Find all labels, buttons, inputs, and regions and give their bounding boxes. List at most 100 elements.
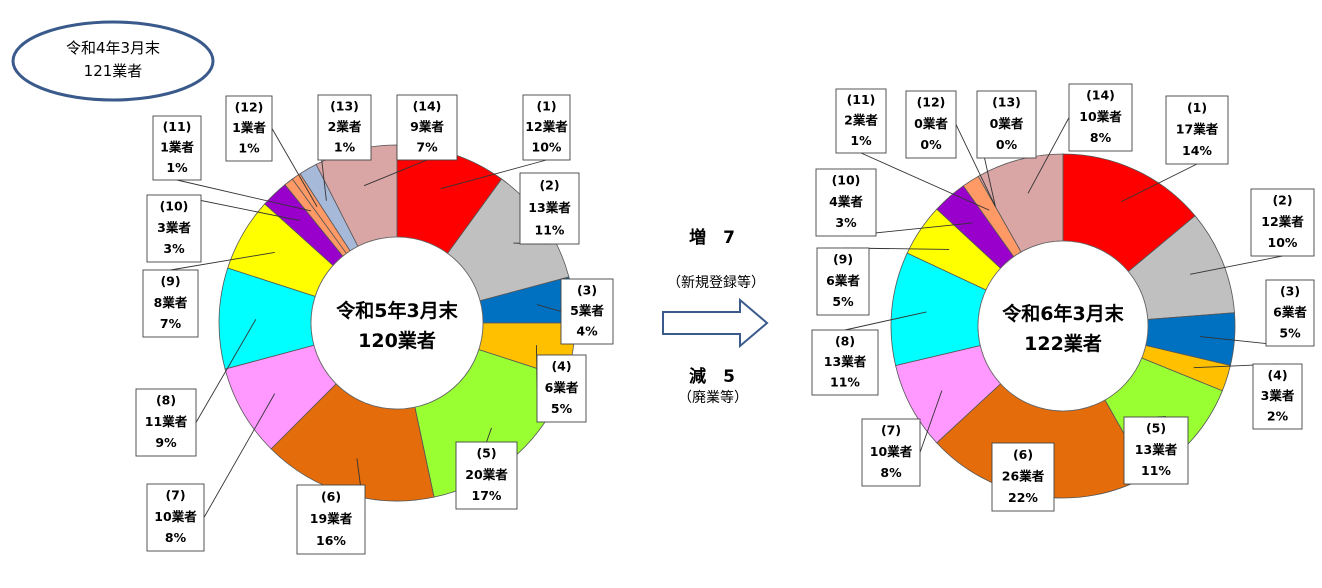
leader-line-2	[1190, 255, 1283, 275]
right-arrow-icon	[662, 297, 769, 349]
percent-label-11: 1%	[166, 160, 188, 175]
label-box-10	[815, 168, 877, 237]
label-box-1	[1165, 95, 1229, 165]
percent-label-2: 10%	[1268, 235, 1298, 250]
label-box-8	[811, 329, 879, 396]
label-box-2	[1250, 188, 1315, 257]
percent-label-13: 1%	[334, 140, 356, 155]
percent-label-13: 0%	[996, 137, 1018, 152]
category-label-7: (7)	[881, 423, 901, 438]
count-label-7: 10業者	[154, 509, 197, 524]
count-label-13: 0業者	[990, 116, 1024, 131]
category-label-1: (1)	[536, 98, 556, 113]
percent-label-11: 1%	[850, 133, 872, 148]
label-box-4	[536, 354, 587, 423]
percent-label-5: 17%	[472, 488, 502, 503]
count-label-14: 9業者	[410, 119, 444, 134]
percent-label-3: 5%	[1279, 325, 1301, 340]
label-box-6	[296, 484, 366, 555]
category-label-4: (4)	[1267, 367, 1287, 382]
label-box-7	[146, 483, 205, 552]
percent-label-8: 11%	[830, 375, 860, 390]
category-label-6: (6)	[321, 489, 341, 504]
count-label-11: 1業者	[160, 139, 194, 154]
donut-chart-2023: 令和5年3月末120業者(1)12業者10%(2)13業者11%(3)5業者4%…	[135, 94, 614, 555]
count-label-8: 11業者	[145, 414, 188, 429]
count-label-9: 8業者	[154, 295, 188, 310]
count-label-14: 10業者	[1079, 109, 1122, 124]
label-box-14	[1068, 83, 1133, 152]
leader-line-11	[860, 152, 990, 211]
count-label-6: 19業者	[310, 511, 353, 526]
leader-line-5	[486, 427, 492, 443]
percent-label-6: 22%	[1008, 490, 1038, 505]
percent-label-14: 7%	[416, 140, 438, 155]
percent-label-1: 10%	[532, 140, 562, 155]
category-label-10: (10)	[160, 199, 189, 214]
count-label-5: 20業者	[465, 467, 508, 482]
decrease-text: 減 5	[689, 366, 735, 387]
leader-line-1	[1120, 163, 1198, 203]
count-label-12: 0業者	[914, 116, 948, 131]
leader-line-8	[844, 311, 927, 331]
category-label-10: (10)	[832, 173, 861, 188]
percent-label-4: 5%	[551, 401, 573, 416]
category-label-11: (11)	[847, 92, 876, 107]
category-label-1: (1)	[1187, 100, 1207, 115]
category-label-8: (8)	[835, 333, 855, 348]
leader-line-12	[955, 124, 996, 207]
count-label-3: 5業者	[570, 303, 604, 318]
donut-hole	[310, 236, 484, 410]
label-box-10	[146, 194, 202, 263]
leader-line-3	[536, 304, 562, 312]
count-label-5: 13業者	[1135, 442, 1178, 457]
change-annotation: 増 7 （新規登録等） 減 5 （廃業等）	[662, 227, 769, 406]
label-box-9	[142, 269, 199, 338]
count-label-10: 4業者	[829, 194, 863, 209]
label-box-13	[976, 90, 1037, 159]
category-label-4: (4)	[551, 359, 571, 374]
label-box-14	[396, 94, 458, 161]
percent-label-12: 0%	[920, 137, 942, 152]
label-box-3	[1265, 279, 1315, 347]
category-label-6: (6)	[1013, 447, 1033, 462]
label-box-2	[519, 172, 580, 245]
count-label-10: 3業者	[157, 220, 191, 235]
percent-label-1: 14%	[1182, 143, 1212, 158]
leader-line-11	[176, 179, 312, 212]
percent-label-9: 7%	[160, 316, 182, 331]
count-label-1: 12業者	[525, 119, 568, 134]
label-box-1	[522, 94, 571, 161]
increase-note: （新規登録等）	[667, 274, 765, 291]
category-label-9: (9)	[833, 252, 853, 267]
label-box-7	[861, 418, 921, 487]
label-box-4	[1252, 363, 1303, 430]
percent-label-12: 1%	[238, 141, 260, 156]
percent-label-7: 8%	[880, 465, 902, 480]
badge-line2: 121業者	[84, 62, 143, 80]
label-box-5	[1123, 416, 1189, 485]
percent-label-14: 8%	[1090, 130, 1112, 145]
count-label-2: 13業者	[528, 200, 571, 215]
count-label-12: 1業者	[232, 120, 266, 135]
category-label-14: (14)	[413, 98, 442, 113]
count-label-11: 2業者	[844, 112, 878, 127]
decrease-note: （廃業等）	[678, 389, 748, 406]
leader-line-9	[170, 251, 275, 271]
count-label-7: 10業者	[870, 444, 913, 459]
count-label-4: 6業者	[545, 380, 579, 395]
percent-label-6: 16%	[316, 533, 346, 548]
category-label-7: (7)	[165, 488, 185, 503]
increase-text: 増 7	[689, 227, 735, 248]
category-label-5: (5)	[476, 446, 496, 461]
previous-year-badge: 令和4年3月末 121業者	[11, 20, 215, 102]
percent-label-8: 9%	[155, 435, 177, 450]
category-label-13: (13)	[330, 98, 359, 113]
center-total: 122業者	[1024, 332, 1102, 355]
percent-label-7: 8%	[165, 530, 187, 545]
category-label-12: (12)	[235, 99, 264, 114]
label-box-12	[225, 95, 273, 162]
label-box-3	[560, 278, 614, 345]
category-label-8: (8)	[156, 393, 176, 408]
